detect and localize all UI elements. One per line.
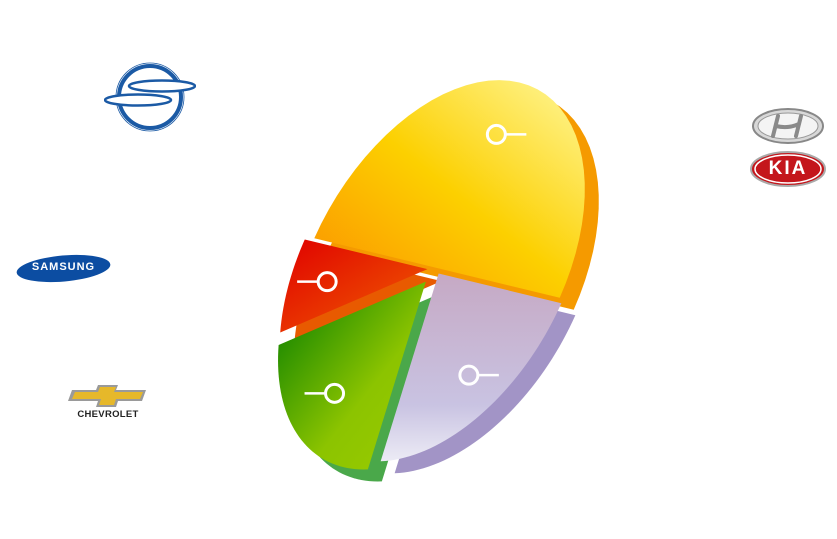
chevrolet-logo-text: CHEVROLET — [77, 409, 139, 420]
hyundai-logo — [752, 108, 824, 144]
samsung-logo-text: SAMSUNG — [31, 261, 96, 273]
kia-logo-text: KIA — [768, 158, 808, 179]
chevrolet-logo: CHEVROLET — [66, 384, 150, 424]
pie-markers — [297, 123, 527, 404]
pie-slice-samsung[interactable] — [278, 281, 426, 470]
samsung-logo: SAMSUNG — [16, 252, 111, 285]
ssangyong-logo — [104, 62, 196, 132]
kia-logo: KIA — [749, 150, 827, 188]
pie-slice-ssangyong[interactable] — [280, 239, 428, 333]
